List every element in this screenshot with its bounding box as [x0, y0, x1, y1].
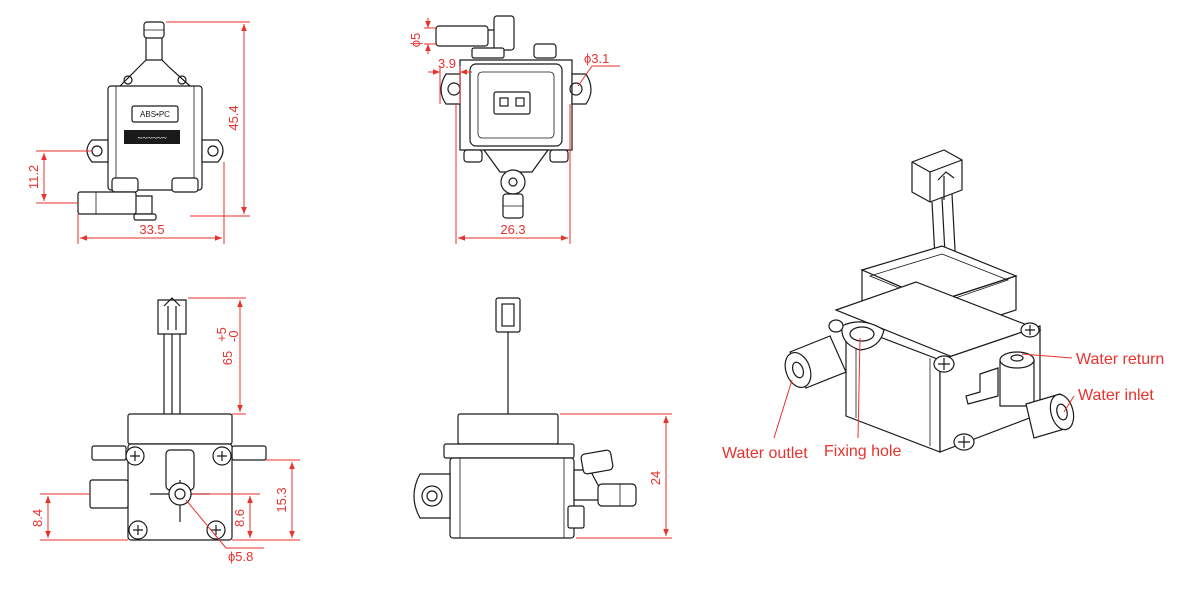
screw-icon: [828, 319, 1040, 451]
material-label: ABS•PC: [140, 110, 170, 119]
label-water-outlet: Water outlet: [722, 445, 808, 462]
dim-11-2: 11.2: [26, 165, 41, 189]
dim-65-tolerance-plus: +5: [214, 327, 229, 342]
isometric-callouts: Water outlet Fixing hole Water return Wa…: [722, 337, 1164, 462]
dim-phi5: ϕ5: [408, 33, 423, 48]
bottom-view: [89, 297, 267, 541]
front-view: ABS•PC ~~~~~~: [77, 21, 224, 221]
dim-45-4: 45.4: [226, 105, 241, 130]
dim-3-9: 3.9: [438, 56, 456, 71]
dim-65: 65: [220, 351, 235, 365]
label-water-return: Water return: [1076, 351, 1164, 368]
dim-24: 24: [648, 471, 663, 485]
label-water-inlet: Water inlet: [1078, 387, 1154, 404]
dim-8-6: 8.6: [232, 509, 247, 527]
dim-26-3: 26.3: [500, 222, 525, 237]
bottom-view-dimensions: 65 +5 -0 8.4 8.6 15.3 ϕ5.8: [30, 297, 300, 564]
dim-15-3: 15.3: [274, 487, 289, 512]
dim-phi5-8: ϕ5.8: [228, 549, 253, 564]
dim-8-4: 8.4: [30, 509, 45, 527]
side-view: [413, 297, 637, 539]
label-fixing-hole: Fixing hole: [824, 443, 901, 460]
front-view-dimensions: 45.4 11.2 33.5: [26, 21, 250, 244]
screw-icon: [125, 446, 232, 540]
dim-phi3-1: ϕ3.1: [584, 51, 609, 66]
dim-65-tolerance-minus: -0: [226, 330, 241, 342]
side-view-dimensions: 24: [560, 413, 672, 539]
isometric-view: [784, 149, 1075, 453]
top-view: [435, 15, 592, 219]
dim-33-5: 33.5: [139, 222, 164, 237]
brand-logo-icon: [124, 130, 180, 144]
top-view-dimensions: ϕ5 3.9 ϕ3.1 26.3: [408, 18, 620, 244]
brand-logo-text: ~~~~~~: [137, 133, 166, 143]
